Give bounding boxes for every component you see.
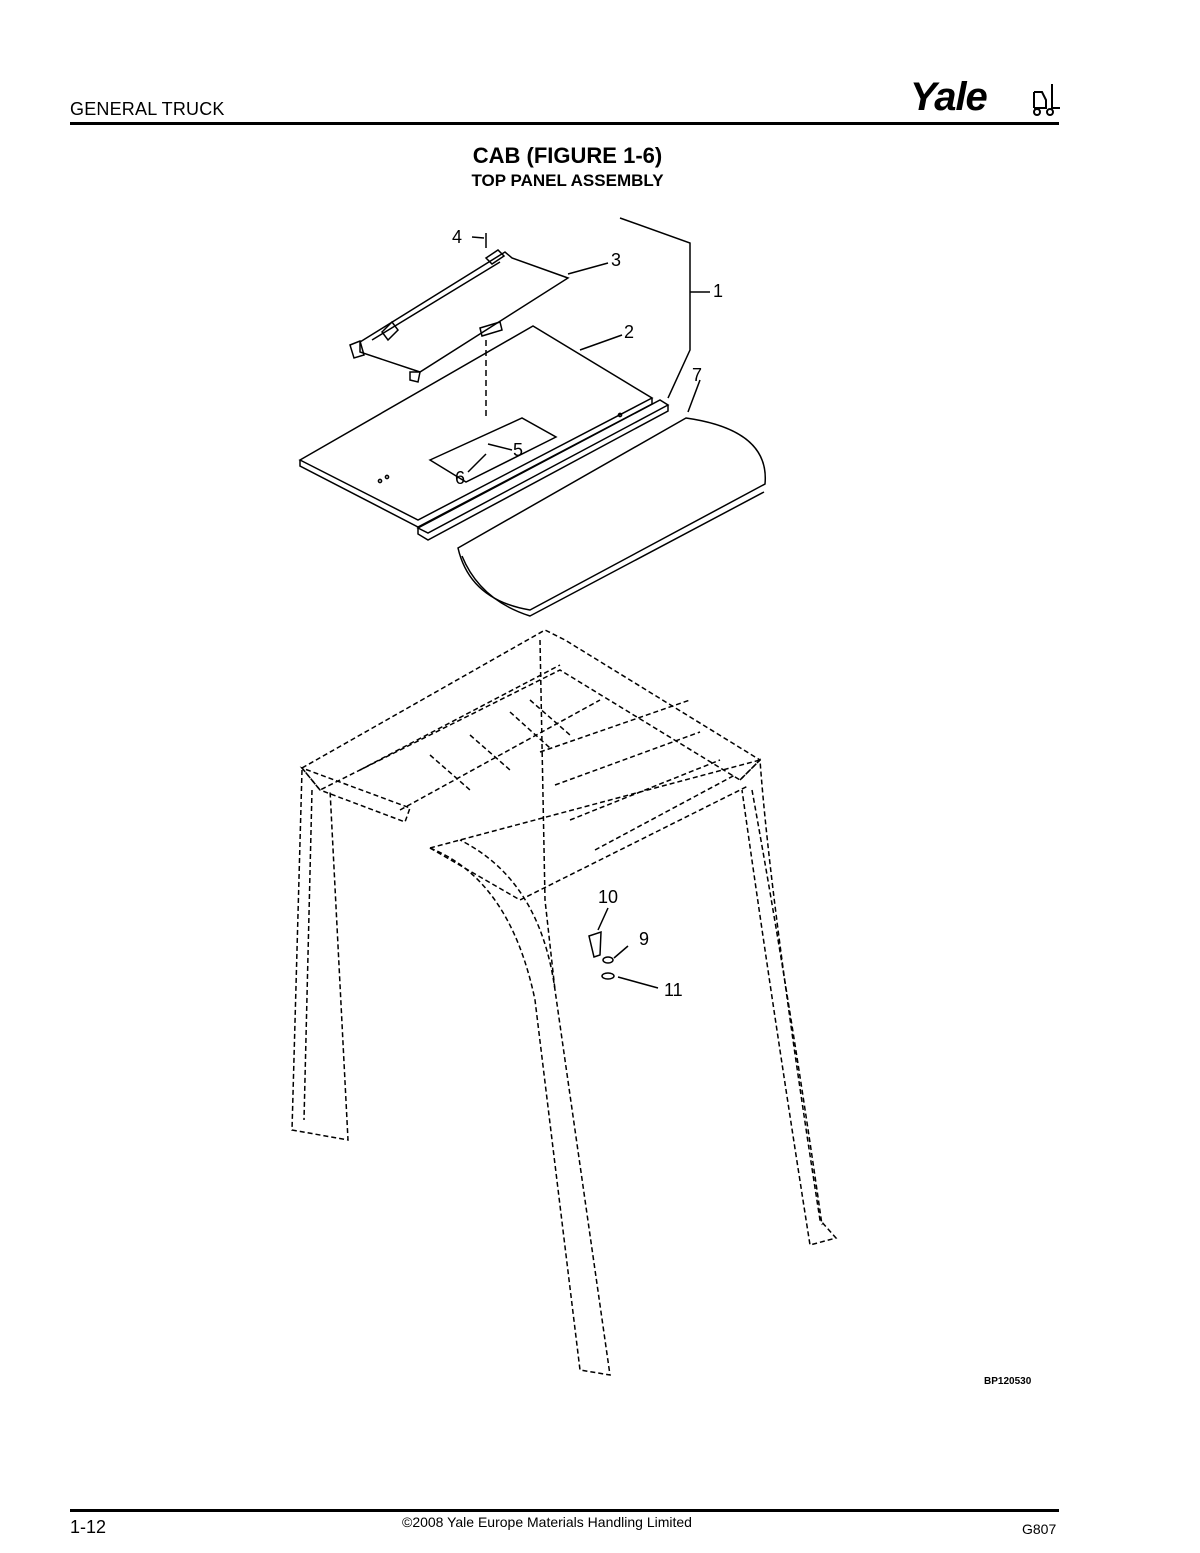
section-title: GENERAL TRUCK <box>70 99 225 119</box>
callout-2: 2 <box>624 322 634 342</box>
callout-10: 10 <box>598 887 618 907</box>
figure-subtitle: TOP PANEL ASSEMBLY <box>471 171 664 190</box>
bracket-assembly <box>349 233 570 383</box>
callout-11: 11 <box>664 980 683 1000</box>
callout-7: 7 <box>692 365 702 385</box>
callout-6: 6 <box>455 468 465 488</box>
header-rule <box>70 122 1059 125</box>
callout-9: 9 <box>639 929 649 949</box>
footer-rule <box>70 1509 1059 1512</box>
figure-title: CAB (FIGURE 1-6) <box>472 143 663 168</box>
leader-lines <box>467 217 710 989</box>
bolt-hardware <box>588 930 615 980</box>
callout-1: 1 <box>713 281 723 301</box>
document-code: G807 <box>1022 1521 1057 1537</box>
figure-reference-code: BP120530 <box>984 1376 1032 1387</box>
callout-4: 4 <box>452 227 462 247</box>
brand-wordmark: Yale <box>910 75 988 119</box>
forklift-icon <box>1033 84 1060 116</box>
callout-3: 3 <box>611 250 621 270</box>
cab-frame <box>291 629 838 1376</box>
top-panel <box>298 325 654 528</box>
yale-logo: Yale <box>910 75 1060 119</box>
rail-strip <box>416 399 670 541</box>
curved-top-panel <box>457 417 766 617</box>
page-number: 1-12 <box>70 1517 107 1537</box>
copyright-notice: ©2008 Yale Europe Materials Handling Lim… <box>402 1514 692 1530</box>
callout-5: 5 <box>513 440 523 460</box>
